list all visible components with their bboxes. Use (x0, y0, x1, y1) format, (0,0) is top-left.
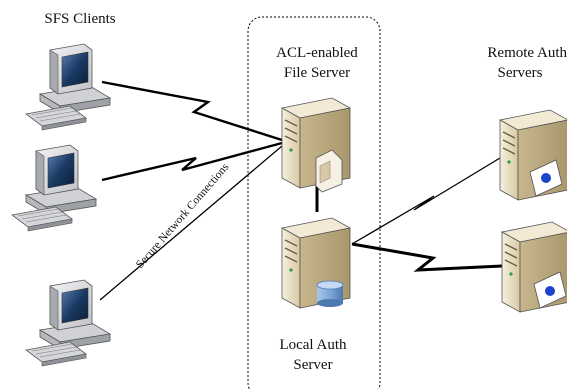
file-server-title-line2: File Server (283, 65, 351, 81)
file-server-title-line1: ACL-enabled (276, 45, 358, 61)
local-auth-title-line1: Local Auth (279, 337, 347, 353)
remote-auth-server-icon (501, 221, 567, 313)
local-auth-title-line2: Server (293, 357, 333, 373)
client1-connection (101, 80, 283, 142)
database-icon (316, 280, 344, 307)
secure-connections-label: Secure Network Connections (134, 161, 232, 271)
sfs-client-computer-icon (25, 279, 111, 367)
sfs-client-computer-icon (11, 144, 97, 232)
remote-auth-server-icon (499, 109, 567, 201)
local-auth-server-icon (281, 217, 351, 309)
server-boundary (247, 16, 381, 389)
file-server-icon (281, 97, 351, 193)
remote-auth-title-line2: Servers (497, 65, 543, 81)
client2-connection (101, 141, 283, 182)
connection-lines (99, 80, 503, 301)
clients-title: SFS Clients (44, 11, 116, 27)
remote-auth-title-line1: Remote Auth (487, 45, 567, 61)
remote2-connection (351, 242, 503, 272)
remote1-connection (351, 157, 501, 245)
certificate-icon (533, 271, 567, 309)
client3-connection (99, 145, 283, 301)
certificate-icon (529, 159, 563, 197)
sfs-client-computer-icon (25, 43, 111, 131)
